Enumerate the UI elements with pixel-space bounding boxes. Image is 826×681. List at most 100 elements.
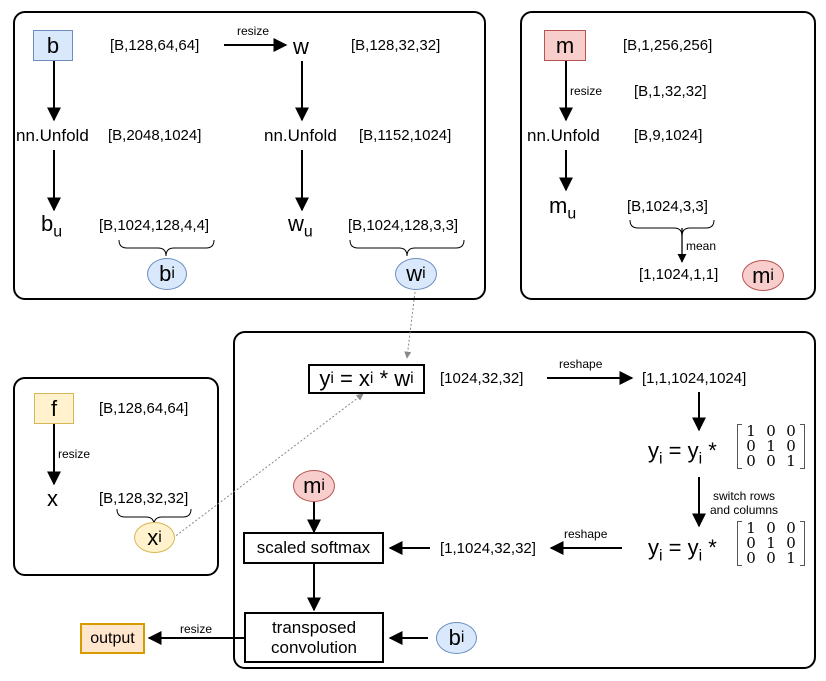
tconv-line1: transposed (271, 617, 357, 637)
shape-mu: [B,1024,3,3] (627, 198, 708, 215)
mult1-y2-sub: i (698, 450, 703, 468)
node-xi-sub: i (158, 528, 162, 546)
node-x: x (47, 486, 58, 511)
mult2-equals: = (662, 535, 688, 560)
matrix-cell: 1 (786, 452, 796, 470)
node-mu: mu (549, 195, 576, 222)
node-mi-top-base: m (752, 262, 771, 288)
shape-bu: [B,1024,128,4,4] (99, 217, 210, 234)
eq-star: * (373, 366, 395, 391)
eq-x: x (358, 366, 370, 391)
mult1-star: * (702, 438, 717, 463)
mult2-y: y (648, 535, 659, 560)
node-wi-sub: i (422, 265, 426, 282)
matrix-cell: 0 (786, 422, 796, 440)
label-resize-m: resize (570, 84, 603, 98)
eq-w: w (394, 366, 411, 391)
node-mi-top-sub: i (770, 266, 774, 284)
shape-x: [B,128,32,32] (99, 490, 189, 507)
shape-unfold-b: [B,2048,1024] (108, 127, 202, 144)
label-resize-f: resize (58, 447, 91, 461)
node-bi-main-base: b (448, 625, 461, 650)
matrix-cell: 0 (766, 519, 776, 537)
label-resize-output: resize (180, 622, 213, 636)
matrix-cell: 1 (746, 422, 756, 440)
unfold-m: nn.Unfold (527, 126, 600, 145)
label-switch-line1: switch rows (713, 489, 776, 503)
matrix-cell: 0 (786, 519, 796, 537)
node-f-label: f (50, 395, 58, 421)
mult1-y-sub: i (659, 450, 663, 468)
shape-m-resized: [B,1,32,32] (634, 83, 707, 100)
node-m-label: m (555, 32, 575, 58)
node-bi-base: b (159, 261, 172, 286)
matrix-cell: 0 (786, 534, 796, 552)
transposed-convolution-box: transposed convolution (244, 612, 384, 663)
label-reshape-1: reshape (559, 357, 603, 371)
brace-bu (118, 239, 215, 257)
label-switch-line2: and columns (710, 503, 779, 517)
node-bu-sub: u (53, 223, 63, 241)
scaled-softmax-label: scaled softmax (256, 538, 371, 557)
matrix-cell: 0 (746, 437, 756, 455)
label-resize-b: resize (237, 24, 270, 38)
label-switch: switch rows and columns (710, 489, 778, 517)
matrix-cell: 0 (766, 422, 776, 440)
node-wi-base: w (406, 261, 423, 286)
shape-unfold-m: [B,9,1024] (634, 127, 703, 144)
matrix-cell: 0 (766, 452, 776, 470)
node-mi-main-sub: i (321, 477, 325, 494)
shape-w: [B,128,32,32] (351, 37, 441, 54)
shape-m: [B,1,256,256] (623, 37, 713, 54)
node-xi-base: x (147, 524, 159, 550)
mult2-y-sub: i (659, 547, 663, 565)
unfold-w: nn.Unfold (264, 126, 337, 145)
node-mu-base: m (549, 193, 568, 218)
eq-equals: = (333, 366, 359, 391)
node-wu-sub: u (303, 223, 313, 241)
node-wu: wu (288, 213, 313, 240)
output-label: output (90, 629, 135, 647)
node-b-label: b (46, 32, 60, 58)
shape-mean: [1,1024,1,1] (639, 266, 719, 283)
panel-image-patches (13, 11, 486, 300)
matrix-cell: 0 (786, 437, 796, 455)
matrix-cell: 0 (766, 549, 776, 567)
matrix-cell: 0 (746, 452, 756, 470)
output-box: output (80, 623, 145, 654)
matrix-cell: 0 (746, 534, 756, 552)
label-mean: mean (686, 239, 717, 253)
eq-w-sub: i (410, 370, 414, 387)
matrix-cell: 0 (746, 549, 756, 567)
node-mu-sub: u (567, 205, 577, 223)
mult-equation-2: yi = yi * (648, 537, 717, 564)
node-bu: bu (41, 213, 62, 240)
dotted-wi-to-conv (404, 291, 416, 359)
eq-x-sub: i (369, 370, 374, 387)
node-f: f (34, 393, 74, 424)
eq-y: y (319, 366, 331, 391)
mult1-y: y (648, 438, 659, 463)
mult2-y2-sub: i (698, 547, 703, 565)
shape-unfold-w: [B,1152,1024] (359, 127, 452, 144)
node-bu-base: b (41, 211, 54, 236)
tconv-line2: convolution (270, 637, 357, 657)
shape-wu: [B,1024,128,3,3] (348, 217, 459, 234)
node-wu-base: w (288, 211, 304, 236)
unfold-b: nn.Unfold (16, 126, 89, 145)
mult2-y2: y (687, 535, 699, 560)
shape-conv: [1024,32,32] (440, 370, 524, 387)
mult2-star: * (702, 535, 717, 560)
shape-reshape: [1,1,1024,1024] (642, 370, 747, 387)
